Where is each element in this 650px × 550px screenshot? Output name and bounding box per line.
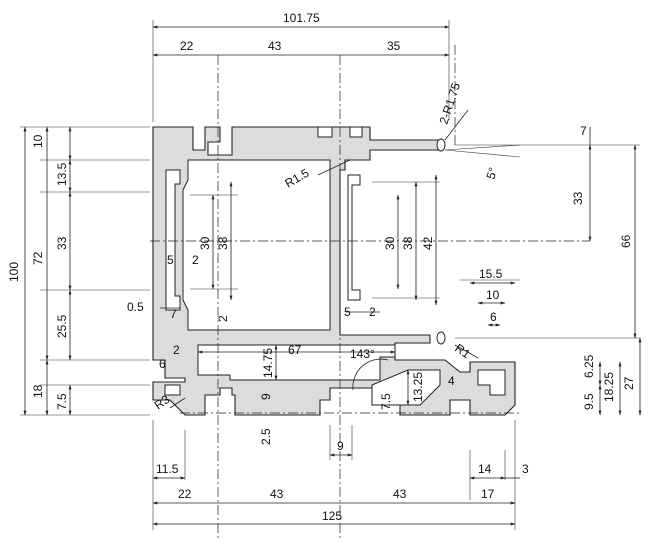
dim-small-2-right: 2 (369, 305, 376, 319)
chamber-lower (197, 344, 396, 381)
dim-bottom-43-b: 43 (393, 487, 407, 501)
dim-left-33: 33 (55, 236, 69, 250)
dim-right-9-5: 9.5 (582, 393, 596, 410)
centerlines (150, 45, 590, 540)
dim-left-13-5: 13.5 (55, 162, 69, 186)
slot-left-foot (164, 384, 181, 396)
dim-angle-5: 5° (484, 165, 501, 180)
dim-right-10: 10 (486, 288, 500, 302)
chamber-upper-right (347, 174, 361, 301)
dim-left-25-5: 25.5 (55, 314, 69, 338)
dim-top-43: 43 (268, 39, 282, 53)
dim-top-overall: 101.75 (283, 11, 320, 25)
dim-bottom-17: 17 (481, 487, 495, 501)
dim-small-0-5: 0.5 (127, 300, 144, 314)
dim-67: 67 (288, 343, 302, 357)
dim-inner-42: 42 (421, 236, 435, 250)
dim-right-7: 7 (580, 124, 587, 138)
dim-inner-30-right: 30 (383, 236, 397, 250)
dim-inner-38-left: 38 (216, 236, 230, 250)
dim-small-2-left: 2 (192, 253, 199, 267)
seal-tip-top (436, 138, 446, 152)
top-flange-slot-2 (317, 126, 333, 138)
dim-13-25: 13.25 (411, 372, 425, 402)
dim-2-left: 2 (173, 343, 180, 357)
dim-6-left: 6 (159, 357, 166, 371)
chamber-upper-center (182, 159, 331, 331)
dim-right-6-25: 6.25 (582, 354, 596, 378)
slot-right-foot (477, 369, 506, 396)
dim-right-27: 27 (622, 376, 636, 390)
dim-right-15-5: 15.5 (479, 267, 503, 281)
dim-bottom-9: 9 (337, 439, 344, 453)
dim-left-18: 18 (31, 384, 45, 398)
seal-tip-bottom (436, 331, 446, 345)
chamber-upper-left (165, 169, 181, 311)
dim-angle-143: 143° (350, 347, 375, 361)
dim-small-7: 7 (170, 307, 177, 321)
dim-bottom-11-5: 11.5 (156, 462, 179, 476)
dim-bottom-43-a: 43 (270, 487, 284, 501)
dim-left-72: 72 (31, 251, 45, 265)
dim-left-7-5: 7.5 (55, 393, 69, 410)
dim-right-66: 66 (619, 234, 633, 248)
top-flange-slot (349, 126, 363, 138)
dim-right-33: 33 (571, 191, 585, 205)
dim-bottom-3: 3 (522, 462, 529, 476)
dim-14-75: 14.75 (261, 348, 275, 378)
dim-radius-r1: R1 (452, 341, 473, 361)
dim-small-5-left: 5 (167, 253, 174, 267)
dim-small-2-mid: 2 (216, 315, 230, 322)
dim-left-10: 10 (31, 134, 45, 148)
dimension-lines (23, 25, 642, 526)
dim-inner-30-left: 30 (198, 236, 212, 250)
dim-left-100: 100 (7, 262, 21, 282)
dim-bottom-2-5: 2.5 (259, 428, 273, 445)
dim-top-35: 35 (387, 39, 401, 53)
dim-radius-top-right: 2-R1.75 (437, 81, 464, 126)
dim-bottom-14: 14 (478, 462, 492, 476)
dim-small-5-right: 5 (344, 305, 351, 319)
dim-top-22: 22 (180, 39, 194, 53)
dim-7-5-mid: 7.5 (379, 393, 393, 410)
dim-inner-38-right: 38 (401, 236, 415, 250)
dim-right-6: 6 (490, 310, 497, 324)
dim-9-mid: 9 (259, 393, 273, 400)
aluminum-profile (152, 126, 516, 416)
dim-right-18-25: 18.25 (602, 372, 616, 402)
dim-bottom-22: 22 (178, 487, 192, 501)
dim-bottom-overall: 125 (322, 509, 342, 523)
dim-4: 4 (448, 374, 455, 388)
